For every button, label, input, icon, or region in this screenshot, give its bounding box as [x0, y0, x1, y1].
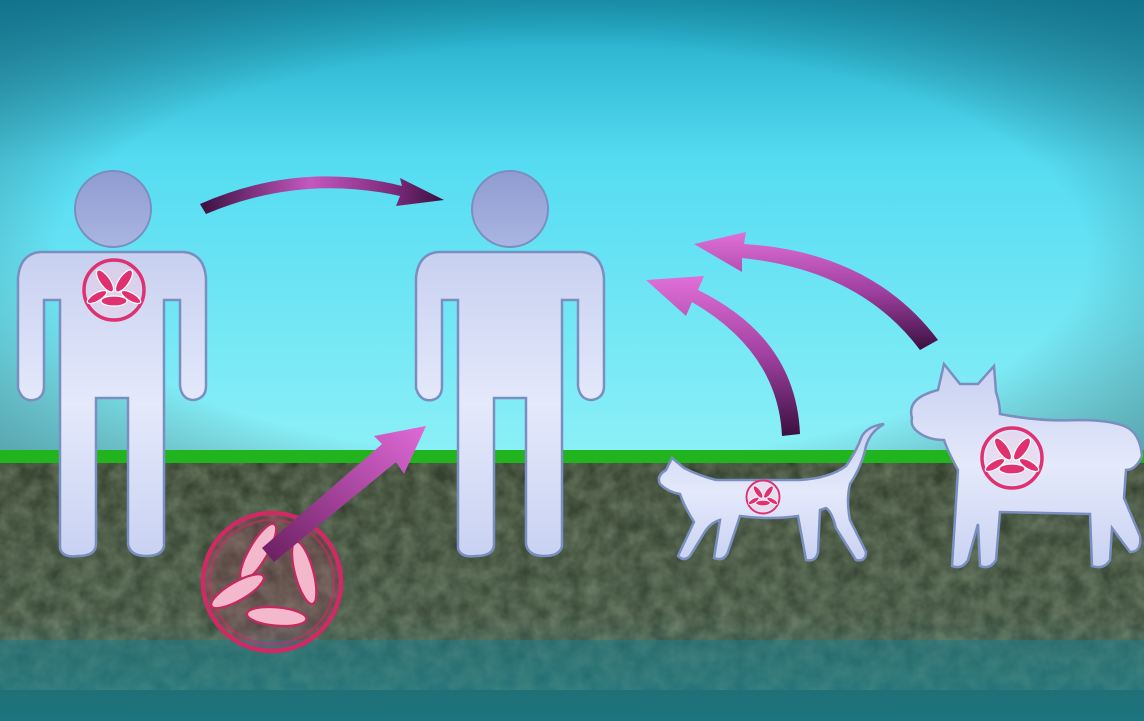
parasite-cyst-icon [84, 260, 144, 320]
parasite-cyst-icon [982, 428, 1042, 488]
soil-fade [0, 640, 1144, 721]
human-head-icon [472, 171, 548, 247]
soil-parasite-cyst [203, 513, 341, 651]
parasite-cyst-icon [747, 481, 780, 514]
human-head-icon [75, 171, 151, 247]
